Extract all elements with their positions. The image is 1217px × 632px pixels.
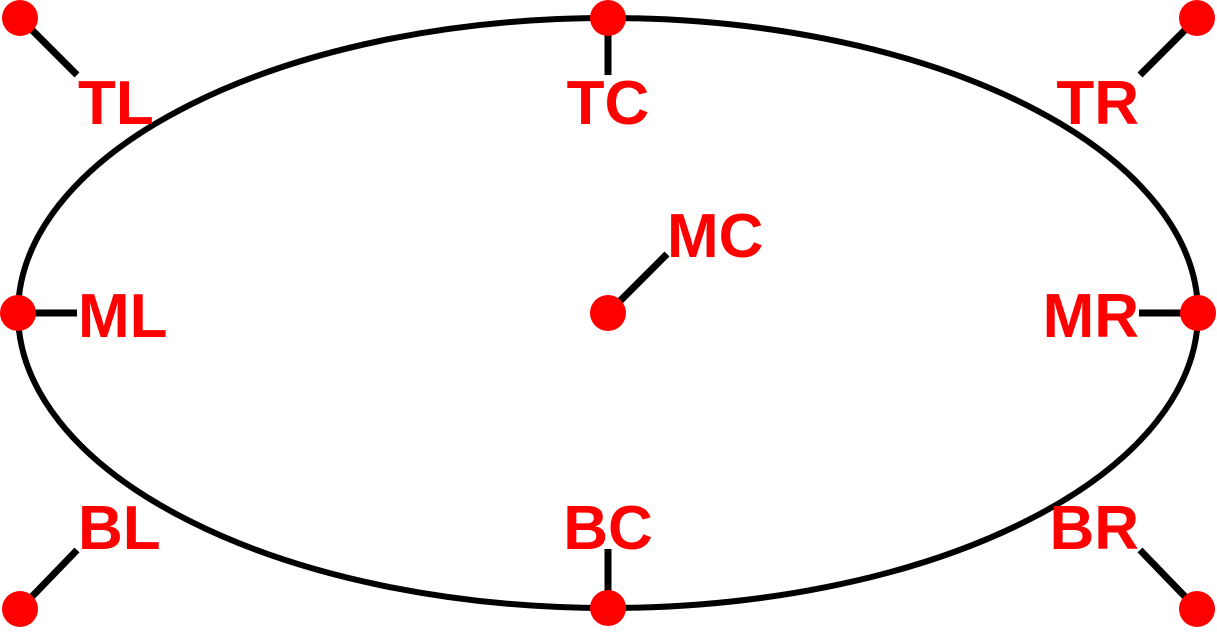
anchor-bc-dot [590, 590, 626, 626]
anchor-mr-dot [1180, 295, 1216, 331]
anchor-mc: MC [590, 202, 763, 331]
anchor-bl-dot [2, 591, 38, 627]
anchor-bc-label: BC [563, 494, 653, 563]
anchor-bl-label: BL [78, 494, 161, 563]
anchor-tc-dot [590, 0, 626, 36]
anchor-tr: TR [1056, 0, 1215, 138]
anchor-br: BR [1049, 494, 1215, 627]
anchor-ml: ML [0, 282, 168, 351]
anchor-tr-dot [1179, 0, 1215, 36]
anchor-tl-label: TL [78, 69, 154, 138]
anchor-mc-dot [590, 295, 626, 331]
anchor-tl: TL [2, 0, 154, 138]
anchor-ml-dot [0, 295, 36, 331]
anchor-mc-label: MC [667, 202, 763, 271]
anchor-br-dot [1179, 591, 1215, 627]
anchor-tl-dot [2, 0, 38, 36]
anchor-mr-label: MR [1043, 282, 1139, 351]
anchor-tc-label: TC [567, 69, 650, 138]
anchor-br-label: BR [1049, 494, 1139, 563]
anchor-tr-label: TR [1056, 69, 1139, 138]
anchor-tc: TC [567, 0, 650, 138]
anchor-ml-label: ML [78, 282, 168, 351]
anchor-mr: MR [1043, 282, 1216, 351]
anchor-bc: BC [563, 494, 653, 626]
anchor-bl: BL [2, 494, 161, 627]
